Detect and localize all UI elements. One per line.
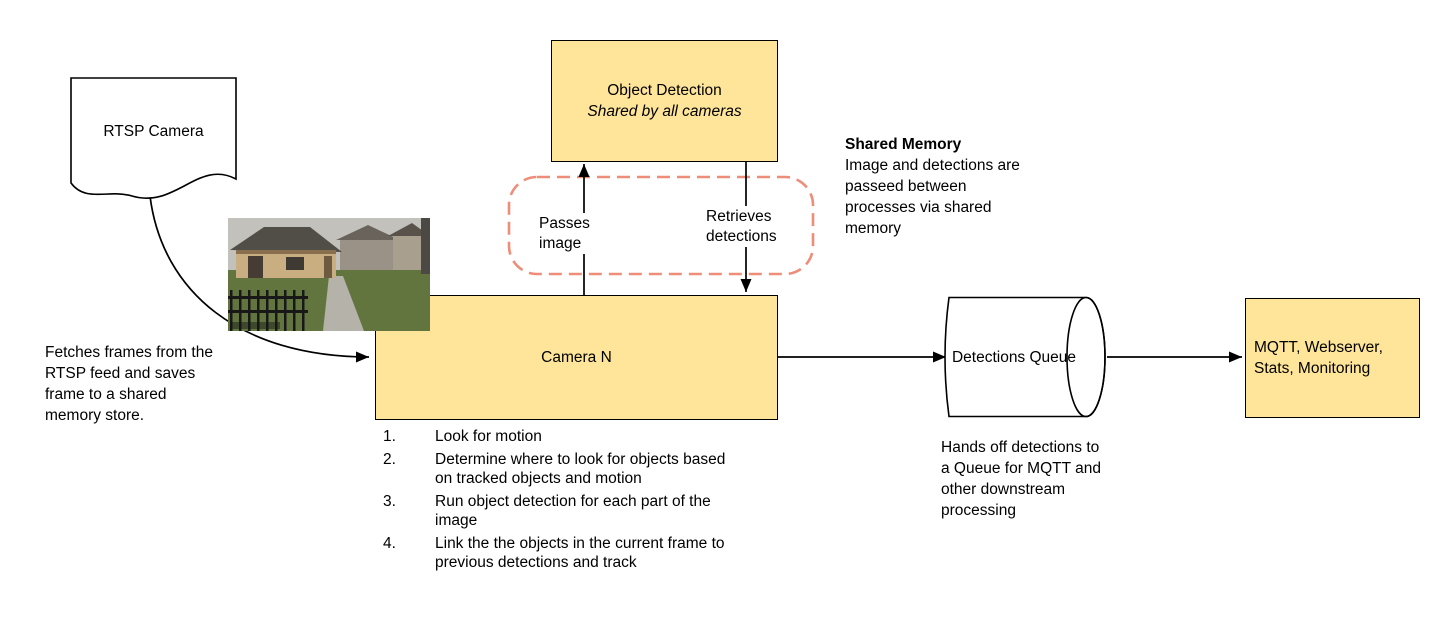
- photo-garage-trim: [236, 250, 336, 254]
- step-text: Determine where to look for objects base…: [435, 450, 726, 488]
- document-shape: [70, 77, 237, 199]
- shared-memory-line: memory: [845, 220, 901, 237]
- photo-garage-door: [248, 256, 263, 278]
- rtsp-to-camera-arrow: [149, 195, 370, 363]
- photo-garage-window: [286, 257, 304, 270]
- photo-garage-corner: [324, 256, 332, 278]
- step-text: Look for motion: [435, 428, 542, 445]
- object-detection-node: Object Detection Shared by all cameras: [551, 40, 778, 162]
- photo-porch-post: [421, 218, 430, 274]
- detections-queue-label: Detections Queue: [951, 348, 1077, 366]
- photo-fence: [228, 290, 308, 331]
- retrieves-detections-label: Retrieves detections: [704, 206, 796, 247]
- rtsp-camera-label: RTSP Camera: [103, 123, 204, 140]
- shared-memory-title: Shared Memory: [845, 136, 962, 153]
- passes-image-label: Passes image: [537, 213, 605, 254]
- shared-memory-line: processes via shared: [845, 199, 992, 216]
- photo-timestamp-strip: [230, 322, 280, 329]
- shared-memory-line: passeed between: [845, 178, 967, 195]
- photo-background-roof-2: [388, 223, 430, 236]
- shared-memory-zone: [507, 175, 815, 276]
- mqtt-node: MQTT, Webserver, Stats, Monitoring: [1245, 298, 1420, 418]
- step-item: 1. Look for motion: [383, 427, 763, 447]
- camera-n-node: Camera N: [375, 295, 778, 420]
- photo-background-house: [340, 238, 398, 272]
- camera-steps-list: 1. Look for motion 2. Determine where to…: [383, 427, 763, 573]
- photo-background-roof: [336, 225, 400, 240]
- mqtt-label: MQTT, Webserver, Stats, Monitoring: [1254, 339, 1383, 377]
- shared-memory-note: Shared Memory Image and detections are p…: [845, 134, 1070, 239]
- step-item: 3. Run object detection for each part of…: [383, 492, 763, 531]
- step-number: 4.: [383, 534, 396, 552]
- step-text: Run object detection for each part of th…: [435, 492, 711, 530]
- camera-n-label: Camera N: [541, 349, 612, 366]
- photo-sidewalk: [323, 276, 364, 331]
- step-text: Link the the objects in the current fram…: [435, 534, 725, 572]
- shared-memory-line: Image and detections are: [845, 157, 1020, 174]
- cylinder-shape: [944, 296, 1106, 418]
- fetch-frames-note: Fetches frames from the RTSP feed and sa…: [45, 344, 213, 424]
- step-number: 1.: [383, 428, 396, 445]
- step-number: 3.: [383, 492, 396, 510]
- queue-handoff-note: Hands off detections to a Queue for MQTT…: [941, 439, 1101, 519]
- camera-snapshot-image: [228, 218, 430, 331]
- step-number: 2.: [383, 450, 396, 468]
- step-item: 4. Link the the objects in the current f…: [383, 534, 763, 573]
- rtsp-camera-node: RTSP Camera: [70, 77, 237, 217]
- object-detection-title: Object Detection: [607, 82, 722, 99]
- step-item: 2. Determine where to look for objects b…: [383, 450, 763, 489]
- photo-garage-roof: [230, 227, 342, 252]
- object-detection-subtitle: Shared by all cameras: [587, 103, 742, 120]
- detections-queue-node: Detections Queue: [941, 296, 1109, 418]
